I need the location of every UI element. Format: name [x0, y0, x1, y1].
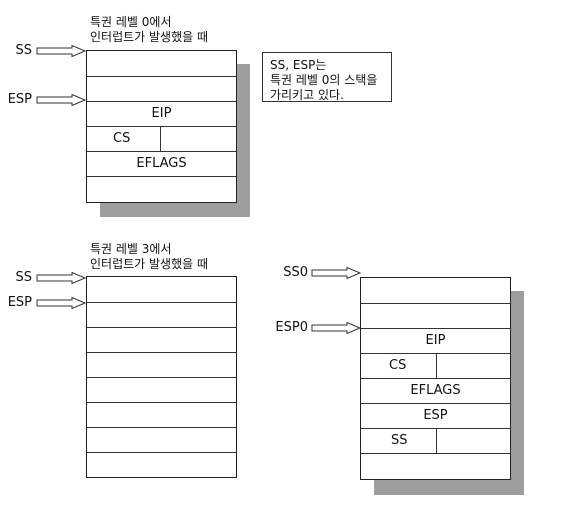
top-stack-row-cs: CS — [87, 126, 236, 152]
ss0-label: SS0 — [283, 265, 308, 280]
bottom-cs-divider — [436, 354, 437, 379]
bottom-caption-line1: 특권 레벨 3에서 — [90, 242, 172, 256]
top-stack-row-1 — [87, 51, 236, 76]
bottom-left-row-2 — [87, 302, 236, 327]
bottom-caption-line2: 인터럽트가 발생했을 때 — [90, 257, 209, 271]
bottom-ss-cell-label: SS — [391, 433, 408, 448]
bottom-left-row-7 — [87, 427, 236, 452]
top-eflags-label: EFLAGS — [136, 156, 187, 171]
bottom-right-row-cs: CS — [361, 353, 510, 379]
bottom-right-row-eip: EIP — [361, 328, 510, 353]
bottom-right-stack: EIP CS EFLAGS ESP SS — [360, 277, 511, 480]
esp0-arrow — [311, 321, 362, 335]
top-stack-row-6 — [87, 176, 236, 203]
top-stack: EIP CS EFLAGS — [86, 50, 237, 203]
bottom-eflags-label: EFLAGS — [410, 383, 461, 398]
bottom-left-row-1 — [87, 277, 236, 302]
bottom-ss-label: SS — [15, 270, 32, 285]
top-stack-row-2 — [87, 76, 236, 101]
bottom-right-row-eflags: EFLAGS — [361, 378, 510, 403]
bottom-eip-label: EIP — [425, 333, 446, 348]
top-stack-row-eip: EIP — [87, 101, 236, 126]
bottom-right-row-ss: SS — [361, 428, 510, 454]
bottom-ss-divider — [436, 429, 437, 454]
top-eip-label: EIP — [151, 106, 172, 121]
esp0-label: ESP0 — [275, 320, 308, 335]
bottom-esp-cell-label: ESP — [423, 408, 448, 423]
note-line1: SS, ESP는 — [270, 58, 327, 72]
top-ss-label: SS — [15, 43, 32, 58]
bottom-ss-arrow — [36, 271, 87, 285]
bottom-esp-label: ESP — [7, 295, 32, 310]
top-stack-row-eflags: EFLAGS — [87, 151, 236, 176]
bottom-left-row-3 — [87, 327, 236, 352]
bottom-right-row-esp: ESP — [361, 403, 510, 428]
note-box: SS, ESP는 특권 레벨 0의 스택을 가리키고 있다. — [262, 52, 392, 102]
top-caption-line2: 인터럽트가 발생했을 때 — [90, 30, 209, 44]
top-cs-divider — [160, 127, 161, 152]
bottom-right-row-2 — [361, 303, 510, 328]
top-caption-line1: 특권 레벨 0에서 — [90, 15, 172, 29]
bottom-right-row-8 — [361, 453, 510, 480]
bottom-left-row-6 — [87, 402, 236, 427]
bottom-left-row-8 — [87, 452, 236, 478]
top-esp-label: ESP — [7, 92, 32, 107]
bottom-cs-label: CS — [389, 358, 407, 373]
top-esp-arrow — [36, 93, 87, 107]
bottom-right-row-1 — [361, 278, 510, 303]
bottom-left-stack — [86, 276, 237, 478]
top-ss-arrow — [36, 44, 87, 58]
note-line3: 가리키고 있다. — [270, 88, 344, 102]
bottom-esp-arrow — [36, 296, 87, 310]
bottom-left-row-5 — [87, 377, 236, 402]
top-cs-label: CS — [113, 131, 131, 146]
note-line2: 특권 레벨 0의 스택을 — [270, 73, 378, 87]
bottom-left-row-4 — [87, 352, 236, 377]
ss0-arrow — [311, 266, 362, 280]
